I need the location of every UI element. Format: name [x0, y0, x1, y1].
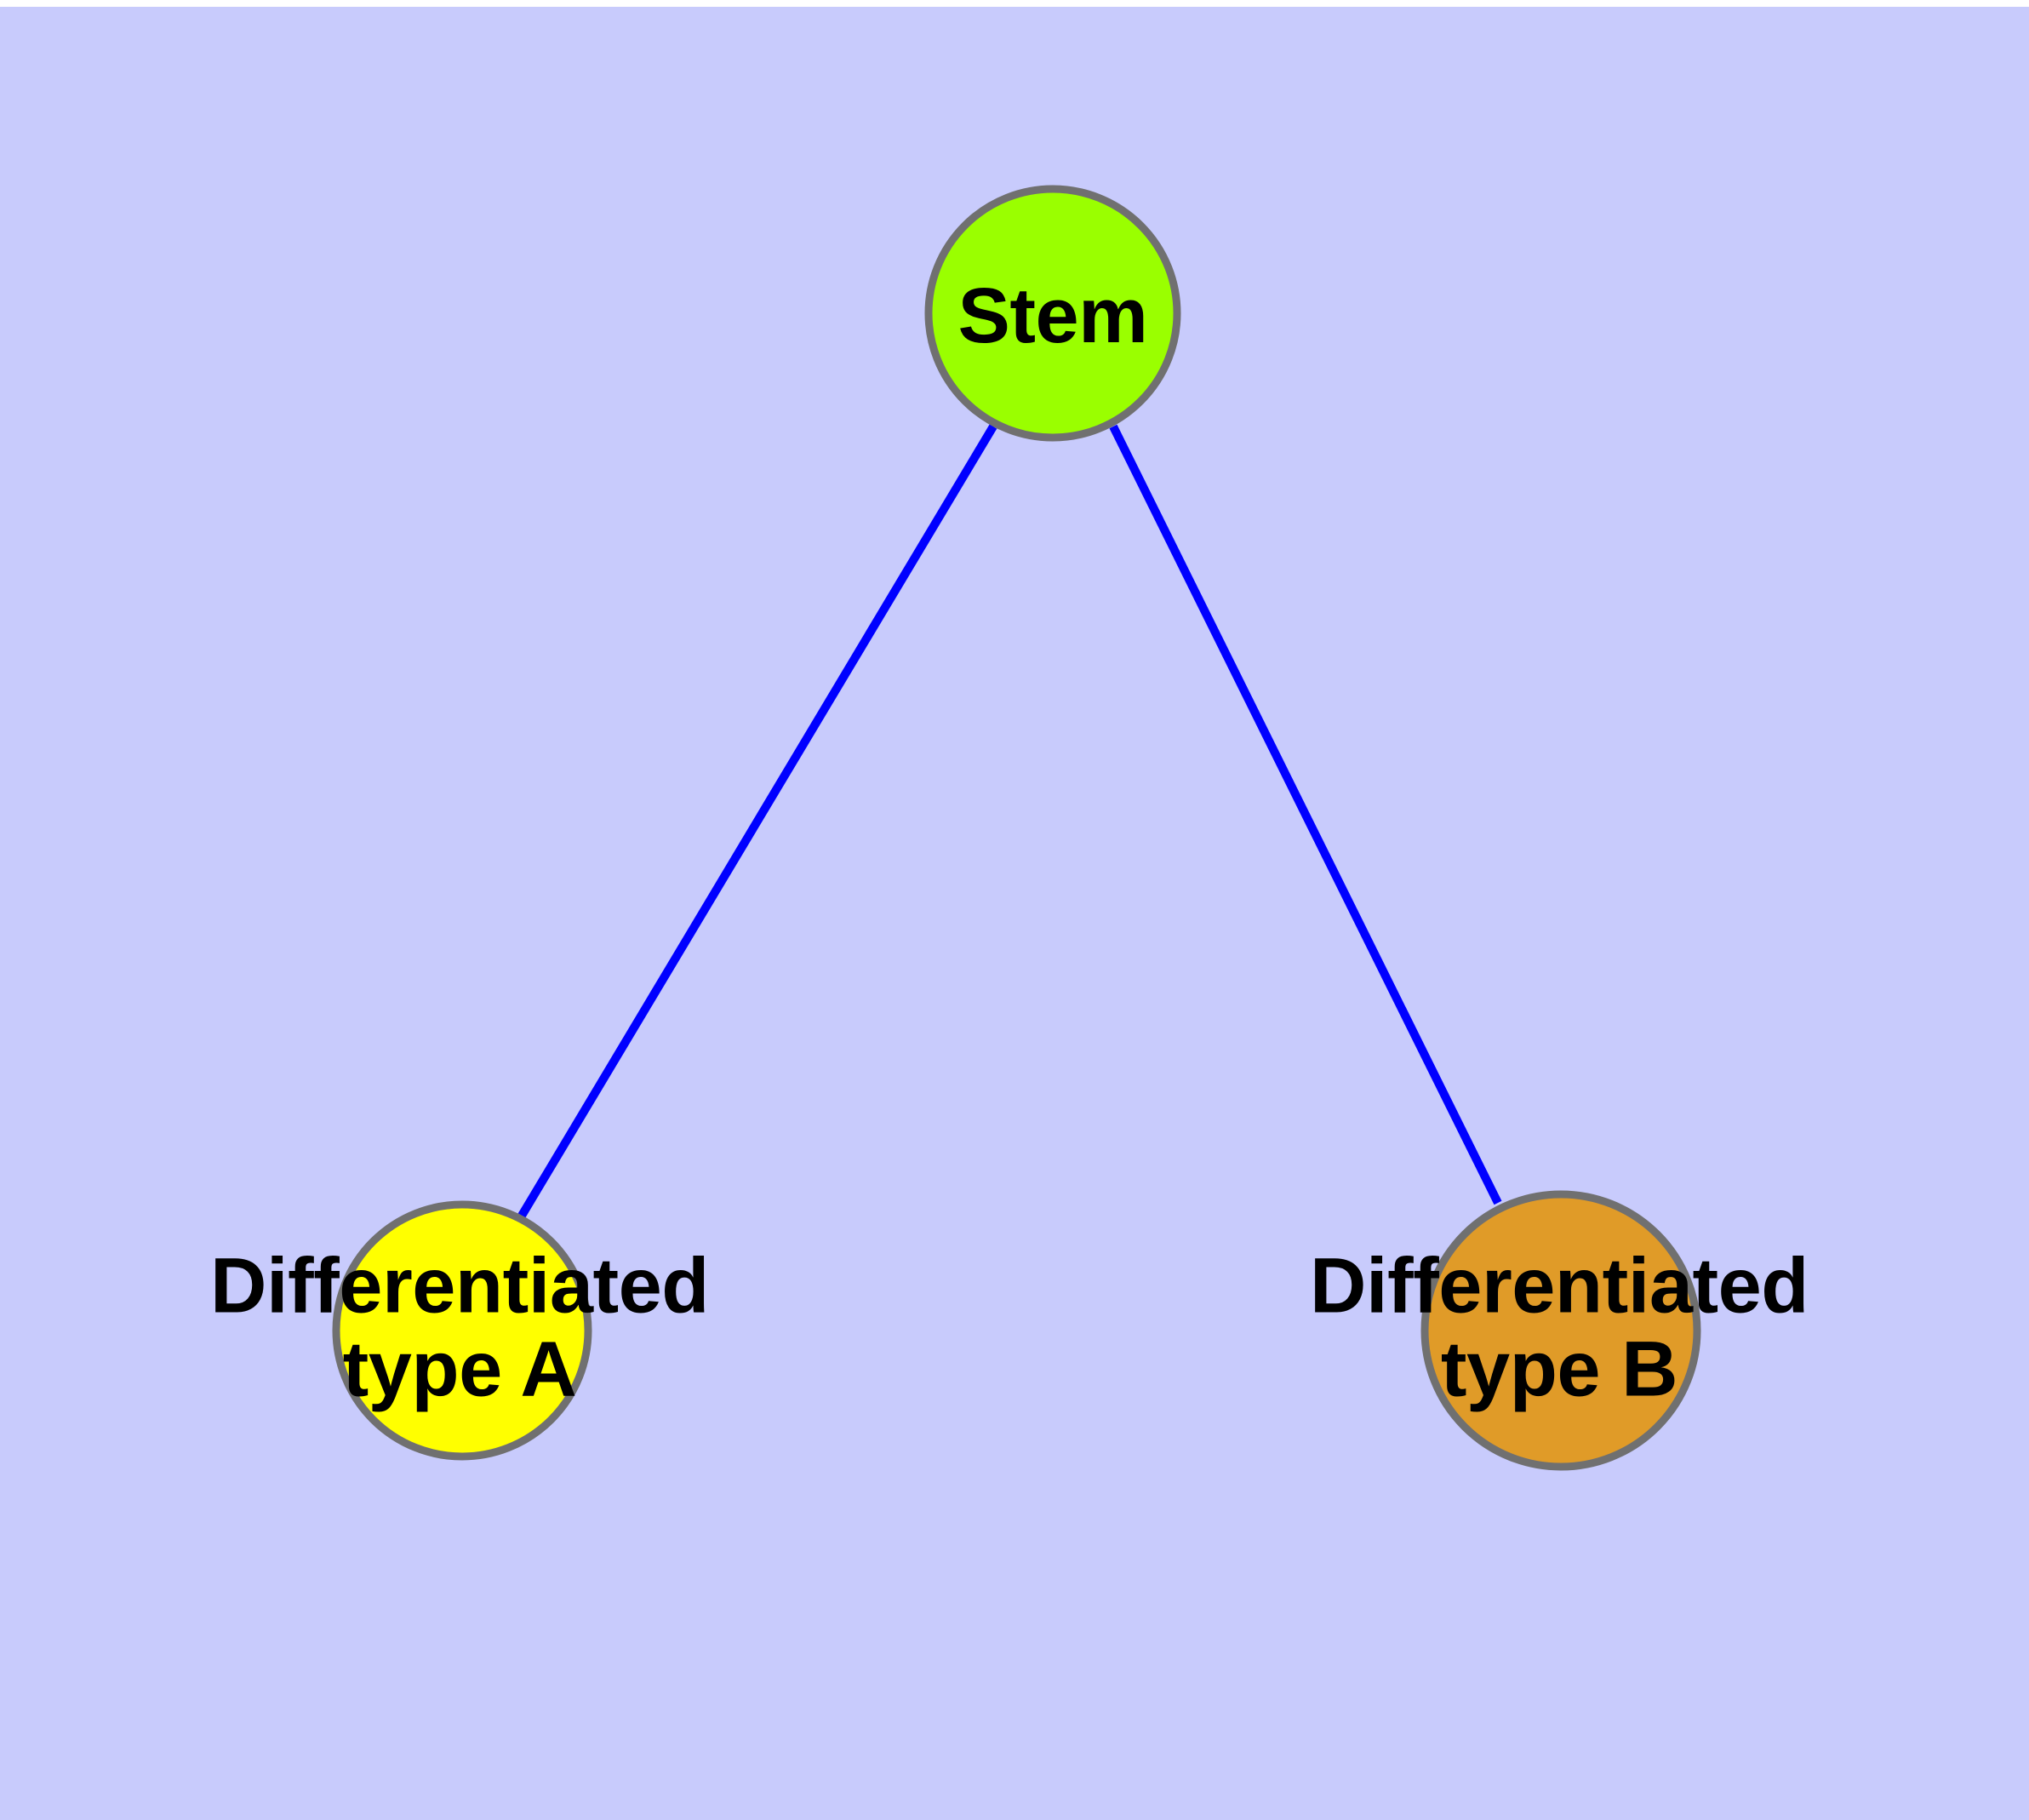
- node-differentiated-type-b[interactable]: [1420, 1190, 1701, 1471]
- edge-stem-to-differentiated-type-b[interactable]: [1109, 424, 1502, 1205]
- node-stem[interactable]: [924, 185, 1181, 442]
- node-differentiated-type-a[interactable]: [332, 1200, 592, 1461]
- edge-stem-to-differentiated-type-a[interactable]: [517, 424, 997, 1218]
- node-layer: [332, 185, 1701, 1471]
- edge-layer: [517, 424, 1502, 1218]
